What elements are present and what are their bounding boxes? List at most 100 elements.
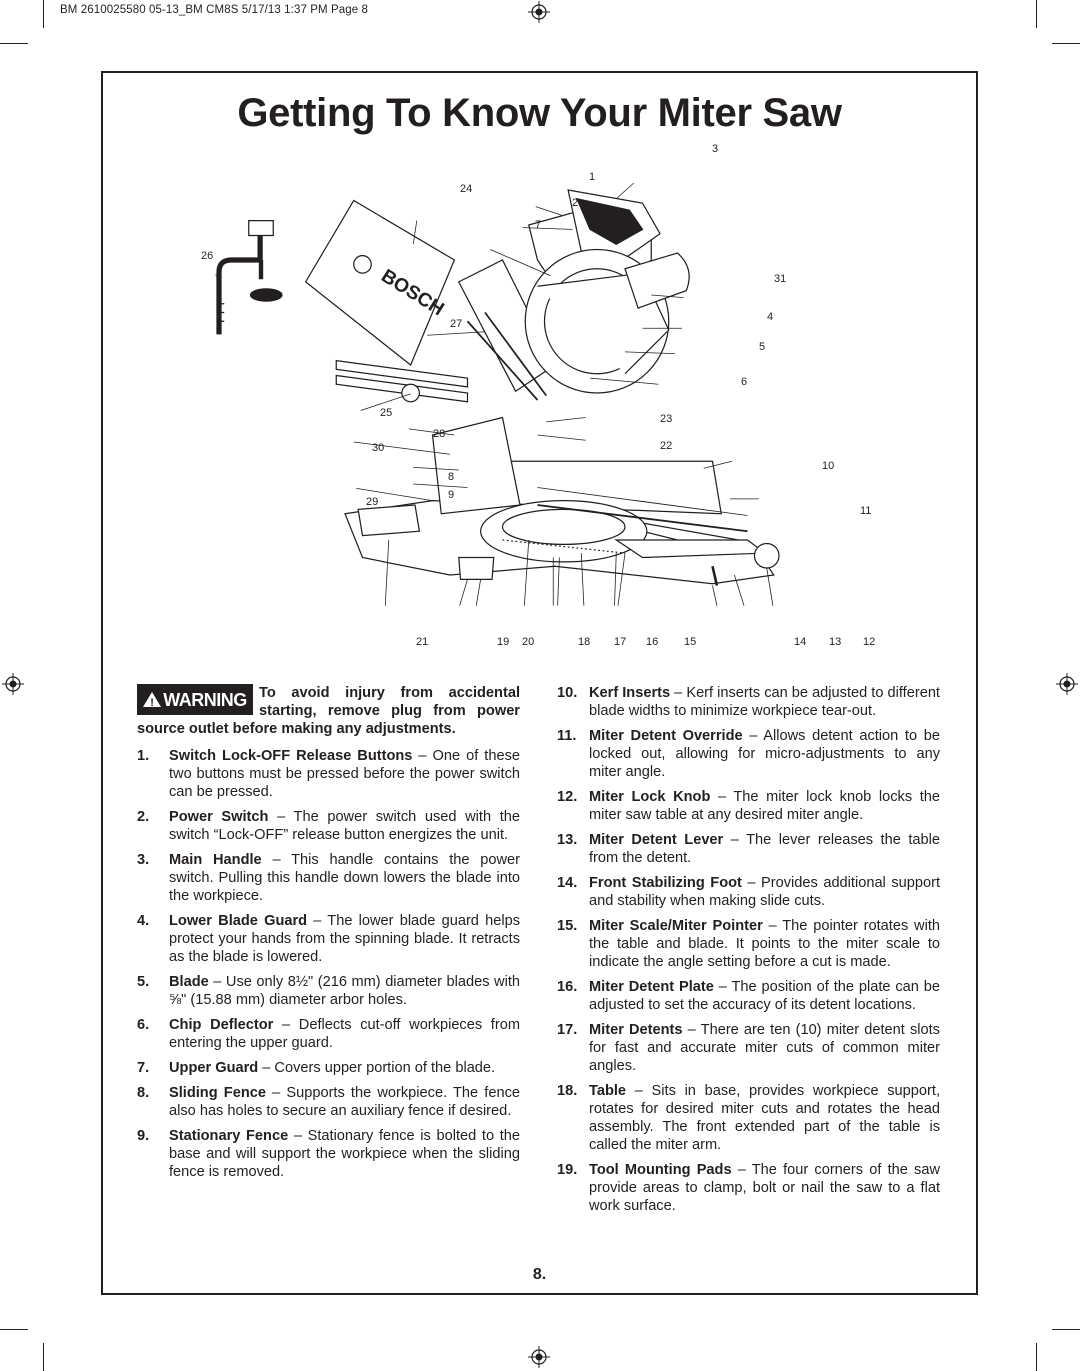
item-description: – There are ten (10) miter detent slots … <box>589 1022 940 1074</box>
list-item: 11.Miter Detent Override – Allows detent… <box>557 727 940 781</box>
callout-29: 29 <box>366 496 379 508</box>
callout-25: 25 <box>380 407 393 419</box>
list-item: 8.Sliding Fence – Supports the workpiece… <box>137 1084 520 1120</box>
callout-9: 9 <box>448 489 455 501</box>
callout-18: 18 <box>578 636 591 648</box>
item-number: 15. <box>557 918 578 934</box>
list-item: 17. Miter Detents – There are ten (10) mi… <box>557 1021 940 1075</box>
item-number: 8. <box>137 1085 150 1101</box>
list-item: 14.Front Stabilizing Foot – Provides add… <box>557 874 940 910</box>
callout-31: 31 <box>774 273 787 285</box>
list-item: 16. Miter Detent Plate – The position of … <box>557 978 940 1014</box>
item-description: – Allows detent action to be locked out,… <box>589 728 940 780</box>
crop-mark-tl-v <box>43 0 44 28</box>
item-number: 16. <box>557 979 578 995</box>
item-description: – Use only 8½" (216 mm) diameter blades … <box>169 974 520 1008</box>
callout-30: 30 <box>372 442 385 454</box>
callout-16: 16 <box>646 636 659 648</box>
item-description: – The lever releases the table from the … <box>589 832 940 866</box>
callout-19: 19 <box>497 636 510 648</box>
callout-8: 8 <box>448 471 455 483</box>
item-term: Upper Guard <box>169 1060 259 1076</box>
callout-5: 5 <box>759 341 766 353</box>
item-term: Miter Detent Plate <box>589 979 714 995</box>
item-term: Miter Scale/Miter Pointer <box>589 918 763 934</box>
item-number: 17. <box>557 1022 578 1038</box>
left-column: ! WARNING To avoid injury from accidenta… <box>137 684 520 1188</box>
list-item: 10. Kerf Inserts – Kerf inserts can be ad… <box>557 684 940 720</box>
item-description: – The lower blade guard helps protect yo… <box>169 913 520 965</box>
item-term: Tool Mounting Pads <box>589 1162 732 1178</box>
item-number: 12. <box>557 789 578 805</box>
item-term: Miter Lock Knob <box>589 789 711 805</box>
item-number: 5. <box>137 974 150 990</box>
right-item-list: 10. Kerf Inserts – Kerf inserts can be ad… <box>557 684 940 1215</box>
item-description: – The pointer rotates with the table and… <box>589 918 941 970</box>
callout-15: 15 <box>684 636 697 648</box>
callout-7: 7 <box>535 219 542 231</box>
crop-mark-br-v <box>1036 1343 1037 1371</box>
item-number: 4. <box>137 913 150 929</box>
warning-text: To avoid injury from accidental starting… <box>137 685 520 737</box>
page-frame: Getting To Know Your Miter Saw 8. <box>101 71 978 1295</box>
list-item: 1. Switch Lock-OFF Release Buttons – One … <box>137 747 520 801</box>
callout-12: 12 <box>863 636 876 648</box>
item-description: – The four corners of the saw provide ar… <box>589 1162 940 1214</box>
item-number: 11. <box>557 728 577 744</box>
registration-mark-top <box>528 1 550 23</box>
registration-mark-bottom <box>528 1346 550 1368</box>
left-item-list: 1. Switch Lock-OFF Release Buttons – One … <box>137 747 520 1181</box>
callout-1: 1 <box>589 171 596 183</box>
item-term: Switch Lock-OFF Release Buttons <box>169 748 413 764</box>
item-number: 10. <box>557 685 578 701</box>
item-term: Blade <box>169 974 209 990</box>
item-description: – Covers upper portion of the blade. <box>258 1060 496 1076</box>
callout-28: 28 <box>433 428 446 440</box>
warning-badge-label: WARNING <box>163 689 247 710</box>
item-number: 13. <box>557 832 578 848</box>
item-description: – Stationary fence is bolted to the base… <box>169 1128 520 1180</box>
crop-mark-bl-v <box>43 1343 44 1371</box>
callout-26: 26 <box>201 250 214 262</box>
registration-mark-left <box>2 673 24 695</box>
item-term: Front Stabilizing Foot <box>589 875 742 891</box>
item-term: Stationary Fence <box>169 1128 289 1144</box>
callout-13: 13 <box>829 636 842 648</box>
item-description: – One of these two buttons must be press… <box>169 748 521 800</box>
item-description: – Deflects cut-off workpieces from enter… <box>169 1017 520 1051</box>
item-term: Miter Detent Lever <box>589 832 724 848</box>
list-item: 6.Chip Deflector – Deflects cut-off work… <box>137 1016 520 1052</box>
item-term: Table <box>589 1083 627 1099</box>
item-number: 2. <box>137 809 150 825</box>
list-item: 4. Lower Blade Guard – The lower blade gu… <box>137 912 520 966</box>
item-term: Lower Blade Guard <box>169 913 308 929</box>
item-description: – Kerf inserts can be adjusted to differ… <box>589 685 940 719</box>
item-term: Sliding Fence <box>169 1085 266 1101</box>
item-number: 3. <box>137 852 150 868</box>
list-item: 3.Main Handle – This handle contains the… <box>137 851 520 905</box>
crop-mark-br-h <box>1052 1329 1080 1330</box>
crop-mark-tl-h <box>0 43 28 44</box>
item-term: Kerf Inserts <box>589 685 671 701</box>
callout-24: 24 <box>460 183 473 195</box>
item-description: – The power switch used with the switch … <box>169 809 520 843</box>
item-number: 1. <box>137 748 150 764</box>
item-term: Main Handle <box>169 852 262 868</box>
item-description: – The position of the plate can be adjus… <box>589 979 940 1013</box>
item-number: 18. <box>557 1083 578 1099</box>
callout-22: 22 <box>660 440 673 452</box>
item-number: 6. <box>137 1017 150 1033</box>
callout-14: 14 <box>794 636 807 648</box>
list-item: 19.Tool Mounting Pads – The four corners… <box>557 1161 940 1215</box>
item-description: – The miter lock knob locks the miter sa… <box>589 789 940 823</box>
print-slug: BM 2610025580 05-13_BM CM8S 5/17/13 1:37… <box>60 4 369 16</box>
list-item: 13. Miter Detent Lever – The lever releas… <box>557 831 940 867</box>
list-item: 2.Power Switch – The power switch used w… <box>137 808 520 844</box>
item-description: – Provides additional support and stabil… <box>589 875 940 909</box>
callout-2: 2 <box>572 197 579 209</box>
warning-block: ! WARNING To avoid injury from accidenta… <box>137 684 520 738</box>
crop-mark-tr-h <box>1052 43 1080 44</box>
callout-21: 21 <box>416 636 429 648</box>
miter-saw-illustration: BOSCH <box>215 182 780 606</box>
item-term: Miter Detents <box>589 1022 683 1038</box>
